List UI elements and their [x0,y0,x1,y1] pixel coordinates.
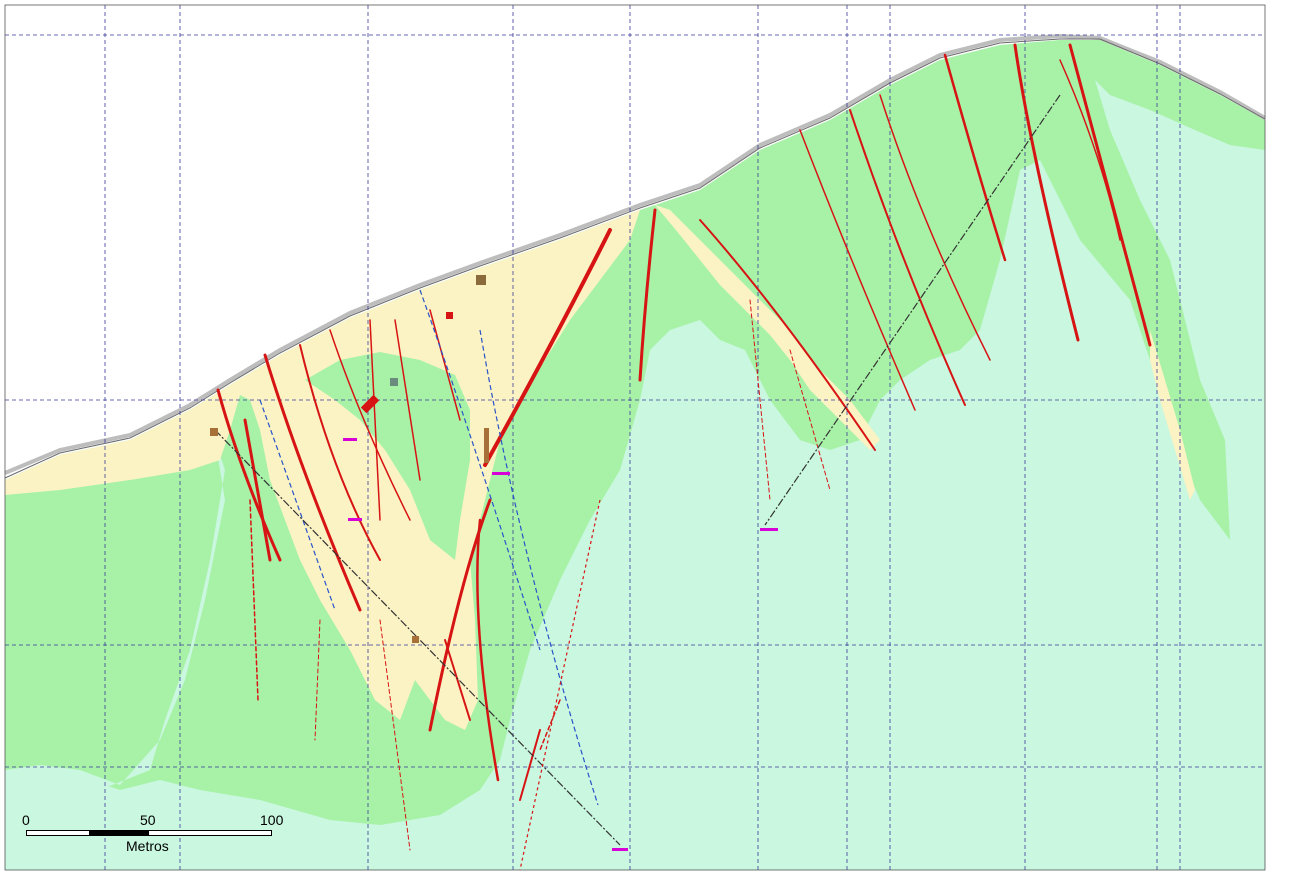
map-frame [4,4,1266,871]
topography-line [4,38,1266,479]
host-rock-tongue [5,440,225,870]
topography-surface [4,33,1267,475]
scale-label-100: 100 [260,812,284,828]
scale-segment-2 [89,830,149,836]
argillic-zone-center [655,205,880,450]
vein-structures [216,43,1152,851]
scale-unit-label: Metros [126,838,169,854]
sample-markers [210,275,489,643]
coordinate-grid [5,5,1265,870]
scale-label-0: 0 [22,812,30,828]
argillic-zone-right [1150,330,1195,500]
scale-label-50: 50 [140,812,156,828]
green-core-zone [305,352,470,560]
drill-holes [214,94,1061,871]
scale-segment-1 [26,830,90,836]
scale-bar: 0 50 100 Metros [22,812,284,862]
scale-segment-3 [148,830,272,836]
hole-labels [343,438,778,851]
